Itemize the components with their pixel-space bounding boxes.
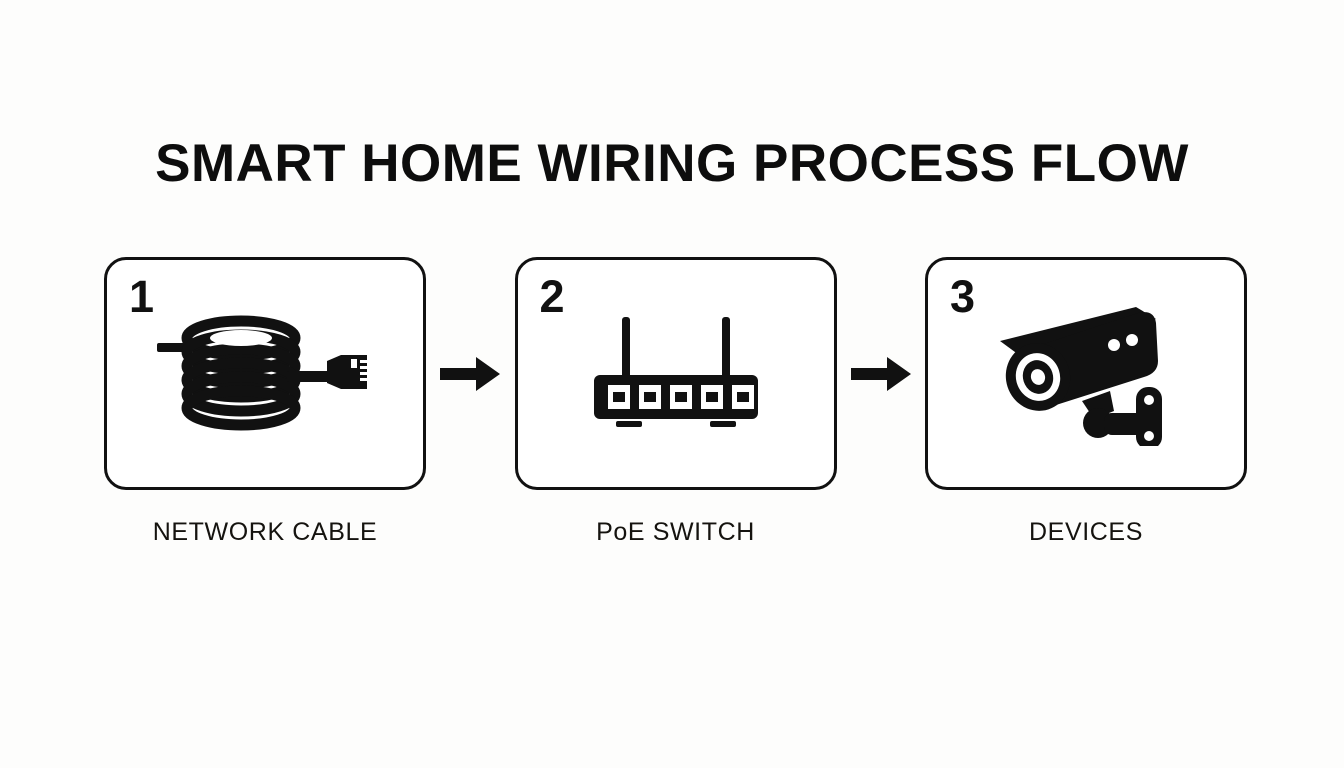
step-number-2: 2 xyxy=(539,271,565,322)
arrow-right-icon-2 xyxy=(848,354,914,394)
poe-switch-icon xyxy=(518,260,834,487)
network-cable-coil-icon xyxy=(107,260,423,487)
arrow-right-icon-1 xyxy=(437,354,503,394)
cctv-camera-icon xyxy=(928,260,1244,487)
process-flow-row: 1 xyxy=(104,256,1247,491)
process-step-3[interactable]: 3 xyxy=(925,257,1247,490)
step-caption-3: DEVICES xyxy=(1029,517,1143,546)
step-card-3[interactable]: 3 xyxy=(925,257,1247,490)
step-card-1[interactable]: 1 xyxy=(104,257,426,490)
step-caption-2: PoE SWITCH xyxy=(596,517,755,546)
step-card-2[interactable]: 2 xyxy=(514,257,837,490)
step-number-1: 1 xyxy=(129,271,155,322)
caption-row: NETWORK CABLE PoE SWITCH DEVICES xyxy=(104,512,1247,552)
step-caption-1: NETWORK CABLE xyxy=(152,517,378,546)
process-step-2[interactable]: 2 xyxy=(514,257,837,490)
step-number-3: 3 xyxy=(950,271,976,322)
page-title: SMART HOME WIRING PROCESS FLOW xyxy=(155,134,1189,193)
process-step-1[interactable]: 1 xyxy=(104,257,426,490)
